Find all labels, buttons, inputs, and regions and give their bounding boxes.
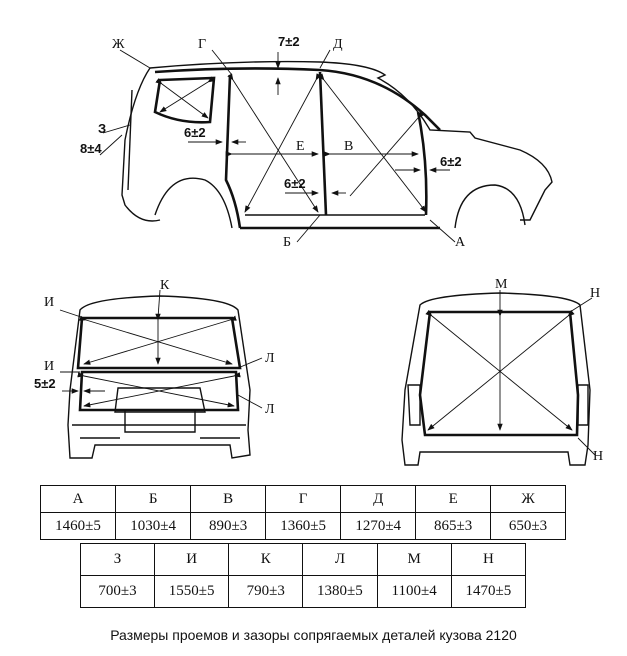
rear-view: И К И Л 5±2 Л bbox=[34, 278, 275, 459]
dim-value: 1550±5 bbox=[154, 575, 230, 608]
dim-value: 1360±5 bbox=[265, 512, 342, 540]
label-i-top: И bbox=[44, 295, 54, 310]
dim-key: Б bbox=[115, 485, 192, 513]
label-n-bottom: Н bbox=[593, 449, 603, 464]
label-gap-bottom: 6±2 bbox=[284, 176, 306, 191]
dim-key: А bbox=[39, 485, 117, 513]
dim-key: Л bbox=[302, 543, 378, 576]
label-v: В bbox=[344, 139, 353, 154]
label-b: Б bbox=[283, 235, 291, 250]
dim-key: З bbox=[79, 543, 156, 576]
label-z: З bbox=[98, 121, 106, 136]
label-gap-left: 6±2 bbox=[184, 125, 206, 140]
label-gap-rear: 8±4 bbox=[80, 141, 102, 156]
label-k: К bbox=[160, 278, 170, 293]
label-l-bottom: Л bbox=[265, 402, 275, 417]
body-drawing: Ж Г 7±2 Д З 8±4 6±2 Е В 6±2 6±2 Б А И К bbox=[34, 34, 603, 466]
label-gap-top: 7±2 bbox=[278, 34, 300, 49]
dim-value: 1470±5 bbox=[450, 575, 527, 608]
label-n-top: Н bbox=[590, 286, 600, 301]
label-zh: Ж bbox=[112, 37, 125, 52]
label-a: А bbox=[455, 235, 466, 250]
dim-key: К bbox=[228, 543, 304, 576]
dim-value: 1380±5 bbox=[302, 575, 378, 608]
dimensions-table-row1: А Б В Г Д Е Ж 1460±5 1030±4 890±3 1360±5… bbox=[39, 485, 566, 540]
dim-key: Н bbox=[450, 543, 527, 576]
rear-opening-view: М Н Н bbox=[401, 277, 603, 466]
dim-key: М bbox=[376, 543, 452, 576]
side-view: Ж Г 7±2 Д З 8±4 6±2 Е В 6±2 6±2 Б А bbox=[80, 34, 553, 250]
dim-key: В bbox=[190, 485, 267, 513]
label-gap-right: 6±2 bbox=[440, 154, 462, 169]
dim-value: 1460±5 bbox=[39, 512, 117, 540]
dim-value: 865±3 bbox=[415, 512, 492, 540]
dim-key: Е bbox=[415, 485, 492, 513]
dim-key: И bbox=[154, 543, 230, 576]
label-g: Г bbox=[198, 37, 206, 52]
label-d: Д bbox=[333, 37, 343, 52]
dim-value: 790±3 bbox=[228, 575, 304, 608]
dim-key: Ж bbox=[490, 485, 566, 513]
dim-value: 650±3 bbox=[490, 512, 566, 540]
dim-value: 1100±4 bbox=[376, 575, 452, 608]
label-e: Е bbox=[296, 139, 305, 154]
dimensions-table-row2: З И К Л М Н 700±3 1550±5 790±3 1380±5 11… bbox=[79, 543, 527, 608]
dim-value: 1270±4 bbox=[340, 512, 417, 540]
dim-value: 1030±4 bbox=[115, 512, 192, 540]
dim-value: 700±3 bbox=[79, 575, 156, 608]
label-gap-5: 5±2 bbox=[34, 376, 56, 391]
dim-value: 890±3 bbox=[190, 512, 267, 540]
figure-caption: Размеры проемов и зазоры сопрягаемых дет… bbox=[110, 627, 517, 643]
dim-key: Д bbox=[340, 485, 417, 513]
label-m: М bbox=[495, 277, 508, 292]
label-l-top: Л bbox=[265, 351, 275, 366]
label-i-mid: И bbox=[44, 359, 54, 374]
dim-key: Г bbox=[265, 485, 342, 513]
